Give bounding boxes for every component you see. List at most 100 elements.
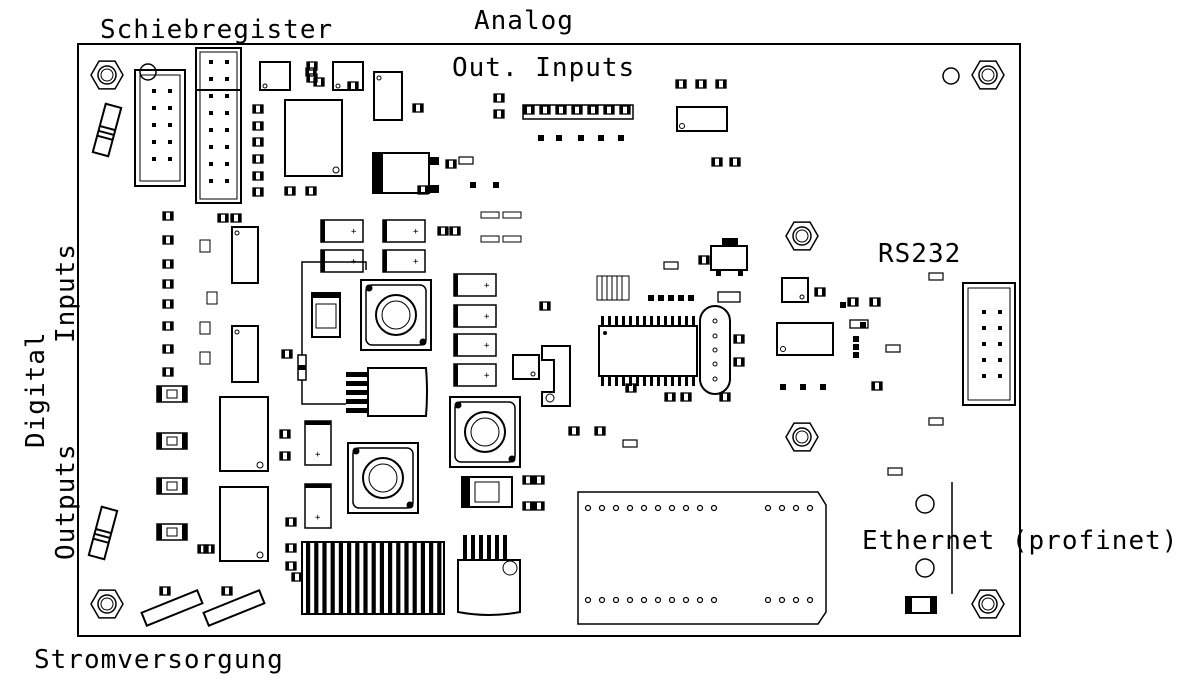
- smd-pad: [494, 94, 497, 102]
- coil-winding: [404, 542, 409, 614]
- smd-pad: [572, 106, 575, 114]
- power-inductor: [347, 442, 419, 514]
- status-led-band: [157, 478, 162, 494]
- smd-component: [678, 295, 684, 301]
- smd-pad: [286, 518, 289, 526]
- digital-output-driver-ic: [219, 396, 269, 472]
- smd-array: [885, 344, 901, 353]
- header-pin: [168, 89, 172, 93]
- ic-pin: [650, 376, 653, 386]
- analog-resistor-array: [522, 104, 634, 120]
- module-pin: [806, 504, 814, 512]
- ic-pin: [629, 376, 632, 386]
- smd-pad: [260, 122, 263, 130]
- smd-pad: [231, 214, 234, 222]
- smd-pad: [160, 587, 163, 595]
- coil-winding: [437, 542, 442, 614]
- header-pin: [225, 77, 229, 81]
- smd-pad: [604, 106, 607, 114]
- smd-pad: [313, 187, 316, 195]
- smd-pad: [289, 350, 292, 358]
- polarity-mark: +: [484, 371, 490, 381]
- smd-pad: [741, 358, 744, 366]
- smd-pad: [287, 430, 290, 438]
- smd-pad: [563, 106, 566, 114]
- header-pin: [168, 106, 172, 110]
- smd-array: [206, 291, 218, 305]
- power-fuse: [140, 588, 204, 628]
- label-ethernet: Ethernet (profinet): [862, 526, 1178, 556]
- smd-pad: [170, 212, 173, 220]
- smd-pad: [699, 256, 702, 264]
- module-pin: [598, 596, 606, 604]
- smd-pad: [681, 393, 684, 401]
- smd-pad: [260, 172, 263, 180]
- voltage-regulator: [372, 152, 439, 194]
- smd-pad: [602, 427, 605, 435]
- module-pin: [710, 596, 718, 604]
- header-pin: [152, 106, 156, 110]
- header-pin: [998, 310, 1002, 314]
- header-pin: [982, 326, 986, 330]
- ic-pin: [636, 316, 639, 326]
- module-pin: [640, 504, 648, 512]
- module-pin: [682, 504, 690, 512]
- smd-pad: [306, 68, 309, 76]
- smd-pad: [170, 345, 173, 353]
- header-pin: [982, 310, 986, 314]
- ic-pin: [685, 376, 688, 386]
- smd-pad: [815, 288, 818, 296]
- smd-pad: [287, 452, 290, 460]
- tantalum-capacitor-band: [454, 305, 458, 327]
- smd-pad: [588, 106, 591, 114]
- smd-pad: [163, 345, 166, 353]
- label-analog: Analog: [474, 6, 574, 36]
- smd-pad: [321, 78, 324, 86]
- ic-pin: [671, 376, 674, 386]
- rs232-small-ic: [781, 277, 809, 303]
- smd-pad: [280, 452, 283, 460]
- smd-array: [502, 235, 522, 243]
- header-pin: [152, 140, 156, 144]
- polarity-mark: +: [484, 281, 490, 291]
- smd-pad: [163, 300, 166, 308]
- header-pin: [998, 374, 1002, 378]
- ic-pin: [664, 316, 667, 326]
- smd-array: [480, 235, 500, 243]
- smd-pad: [595, 427, 598, 435]
- module-pin: [710, 504, 718, 512]
- smd-pad: [314, 74, 317, 82]
- coil-winding: [412, 542, 417, 614]
- smd-pad: [163, 260, 166, 268]
- smd-pad: [741, 335, 744, 343]
- status-led-band: [157, 524, 162, 540]
- smd-pad: [531, 106, 534, 114]
- smd-pad: [494, 110, 497, 118]
- power-coil: [301, 541, 445, 615]
- header-pin: [168, 157, 172, 161]
- smd-pad: [348, 82, 351, 90]
- smd-pad: [734, 335, 737, 343]
- smd-pad: [163, 212, 166, 220]
- ic-pin: [643, 376, 646, 386]
- status-led-lens: [166, 436, 178, 446]
- label-outputs: Outputs: [51, 443, 81, 560]
- smd-pad: [547, 302, 550, 310]
- tantalum-capacitor: [320, 249, 364, 273]
- smd-pad: [253, 105, 256, 113]
- module-pin: [764, 596, 772, 604]
- ic-pin: [692, 316, 695, 326]
- smd-pad: [280, 430, 283, 438]
- connector-small: [541, 345, 571, 407]
- header-pin: [152, 157, 156, 161]
- smd-pad: [534, 502, 537, 510]
- smd-pad: [418, 186, 421, 194]
- coil-winding: [429, 542, 434, 614]
- shift-register-header-right: [195, 47, 242, 204]
- smd-pad: [163, 280, 166, 288]
- smd-pad: [293, 518, 296, 526]
- module-pin: [792, 596, 800, 604]
- header-pin: [209, 111, 213, 115]
- smd-pad: [163, 236, 166, 244]
- mounting-hole: [785, 221, 819, 251]
